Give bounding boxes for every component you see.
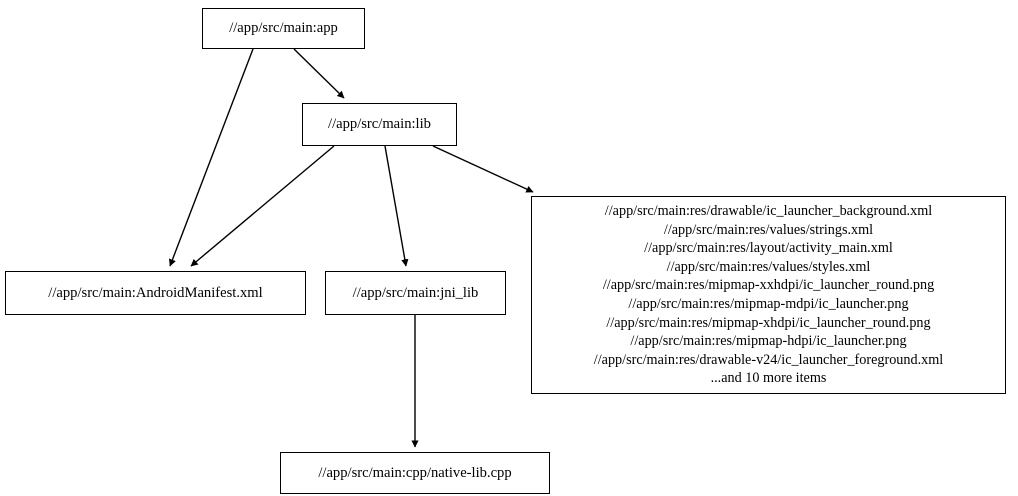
edge-lib-to-res [432,145,534,193]
edge-app-to-lib [293,48,345,99]
node-res-bundle[interactable]: //app/src/main:res/drawable/ic_launcher_… [531,196,1006,394]
node-android-manifest-label: //app/src/main:AndroidManifest.xml [48,284,263,301]
edge-lib-to-jni [384,145,409,267]
node-jni-lib-label: //app/src/main:jni_lib [352,284,479,301]
node-native-lib-cpp[interactable]: //app/src/main:cpp/native-lib.cpp [280,452,550,494]
node-android-manifest[interactable]: //app/src/main:AndroidManifest.xml [5,271,306,315]
node-res-bundle-label: //app/src/main:res/drawable/ic_launcher_… [593,203,944,387]
edge-lib-to-manifest [190,145,335,267]
node-lib[interactable]: //app/src/main:lib [302,103,457,146]
edge-app-to-manifest [168,48,254,267]
node-app-label: //app/src/main:app [229,20,338,37]
node-jni-lib[interactable]: //app/src/main:jni_lib [325,271,506,315]
node-lib-label: //app/src/main:lib [328,116,431,133]
node-native-lib-cpp-label: //app/src/main:cpp/native-lib.cpp [318,464,512,481]
node-app[interactable]: //app/src/main:app [202,8,365,49]
